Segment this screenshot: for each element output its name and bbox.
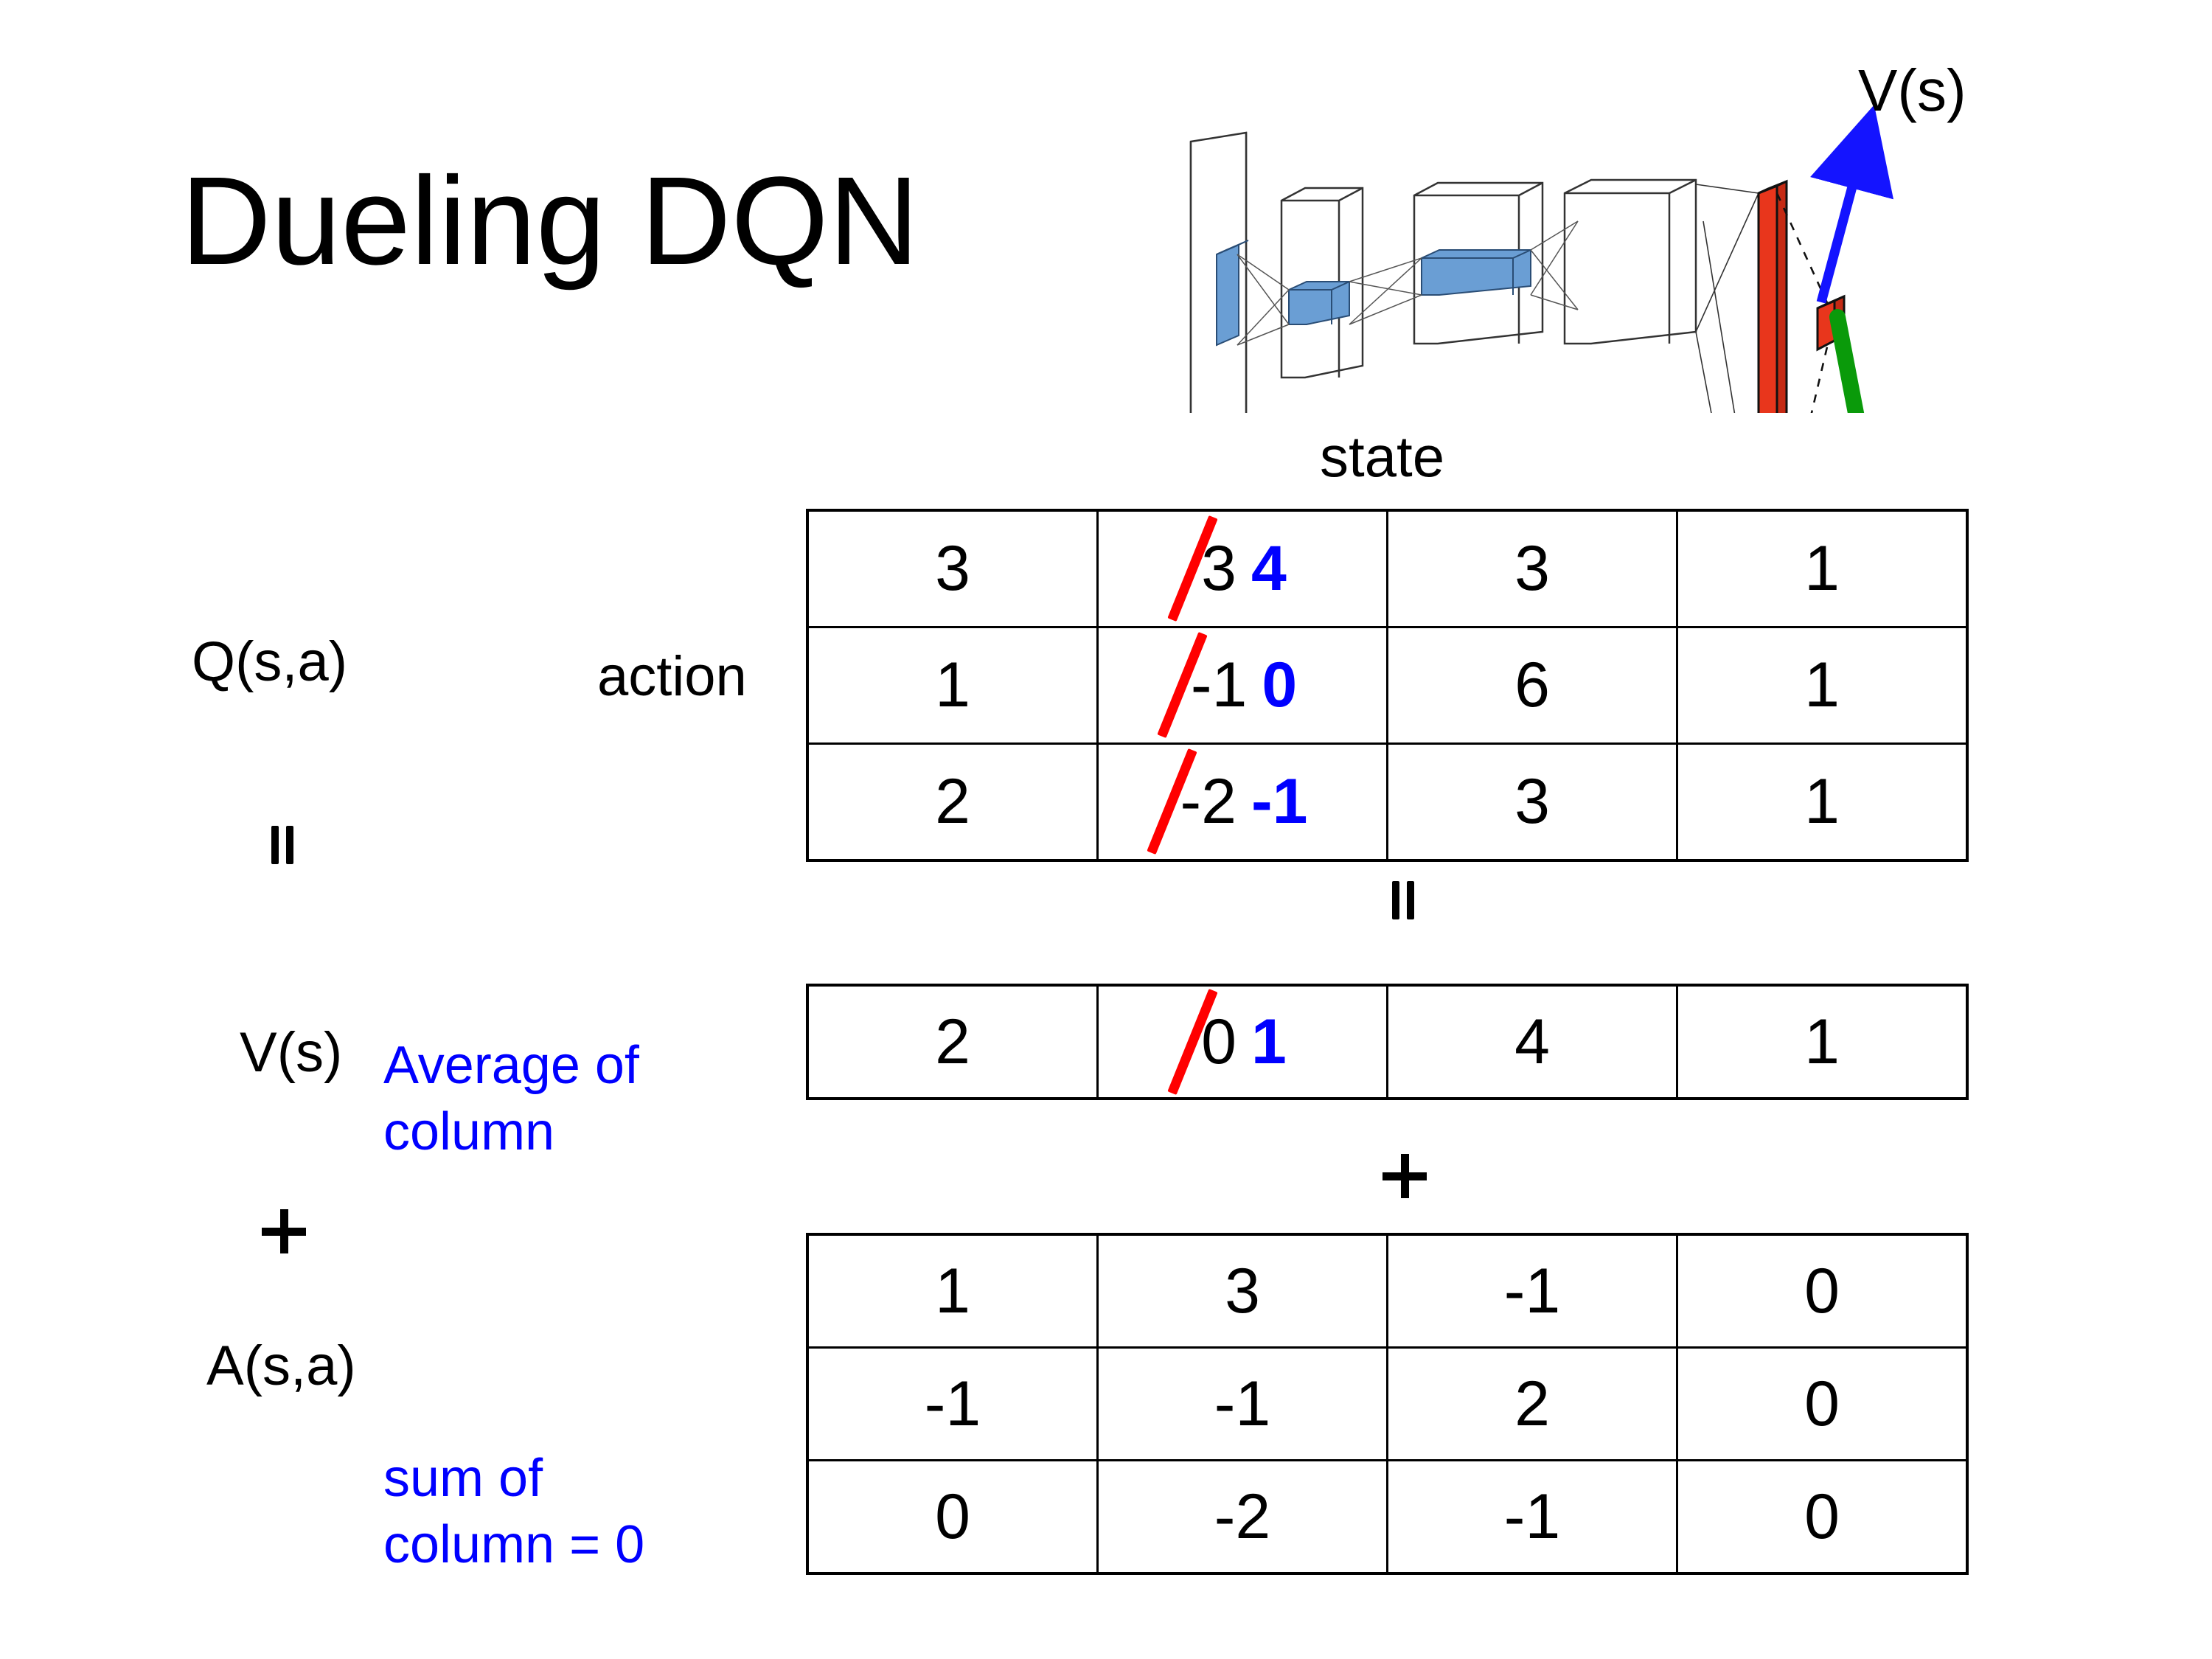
table-cell: 0 [1676, 1459, 1969, 1575]
table-cell: 3 [1386, 742, 1678, 862]
edited-cell: -2-1 [1178, 765, 1308, 838]
table-cell: 2 [806, 742, 1099, 862]
table-cell: 3 [1096, 1233, 1388, 1349]
state-axis-label: state [1320, 424, 1445, 489]
table-cell: 0 [1676, 1346, 1969, 1461]
sum-note-line1: sum of [383, 1449, 543, 1508]
table-cell: -1 [1386, 1459, 1678, 1575]
v-function-label: V(s) [240, 1021, 343, 1084]
table-cell: 2 [1386, 1346, 1678, 1461]
struck-old-value: -2 [1178, 765, 1239, 838]
plus-sign-center [1382, 1154, 1427, 1198]
table-cell: 6 [1386, 626, 1678, 745]
struck-old-value: 3 [1198, 532, 1239, 605]
action-axis-label: action [597, 645, 747, 708]
table-cell: 3 [1386, 509, 1678, 628]
table-cell: 0 [806, 1459, 1099, 1575]
updated-value: 1 [1251, 1006, 1287, 1077]
average-note-line2: column [383, 1102, 555, 1161]
page-title: Dueling DQN [181, 151, 919, 291]
table-cell: 1 [1676, 509, 1969, 628]
table-cell: 4 [1386, 984, 1678, 1100]
table-cell: 1 [1676, 984, 1969, 1100]
table-cell: 1 [1676, 742, 1969, 862]
equals-sign-left [265, 826, 299, 864]
table-cell: 3 [806, 509, 1099, 628]
table-cell: 1 [1676, 626, 1969, 745]
dueling-network-diagram: State s V(s) A(s,a) Q(s,a) = A(s,a)+V(s)… [1091, 0, 2212, 413]
table-cell: -2 [1096, 1459, 1388, 1575]
a-function-label: A(s,a) [206, 1335, 356, 1397]
updated-value: -1 [1251, 766, 1308, 837]
table-cell: 2 [806, 984, 1099, 1100]
updated-value: 0 [1262, 650, 1298, 720]
table-cell: 1 [806, 626, 1099, 745]
table-cell: -1 [806, 1346, 1099, 1461]
table-cell: -2-1 [1096, 742, 1388, 862]
plus-sign-left [262, 1209, 306, 1253]
updated-value: 4 [1251, 533, 1287, 604]
q-function-label: Q(s,a) [192, 630, 348, 693]
sum-note-line2: column = 0 [383, 1515, 645, 1574]
table-cell: -1 [1096, 1346, 1388, 1461]
table-cell: -1 [1386, 1233, 1678, 1349]
equals-sign-center [1386, 881, 1420, 919]
sum-of-column-note: sum of column = 0 [383, 1445, 644, 1578]
diagram-value-output-label: V(s) [1858, 58, 1966, 123]
struck-old-value: -1 [1188, 649, 1250, 722]
struck-old-value: 0 [1198, 1006, 1239, 1079]
average-of-column-note: Average of column [383, 1032, 639, 1165]
average-note-line1: Average of [383, 1036, 639, 1095]
table-cell: 0 [1676, 1233, 1969, 1349]
table-cell: 1 [806, 1233, 1099, 1349]
